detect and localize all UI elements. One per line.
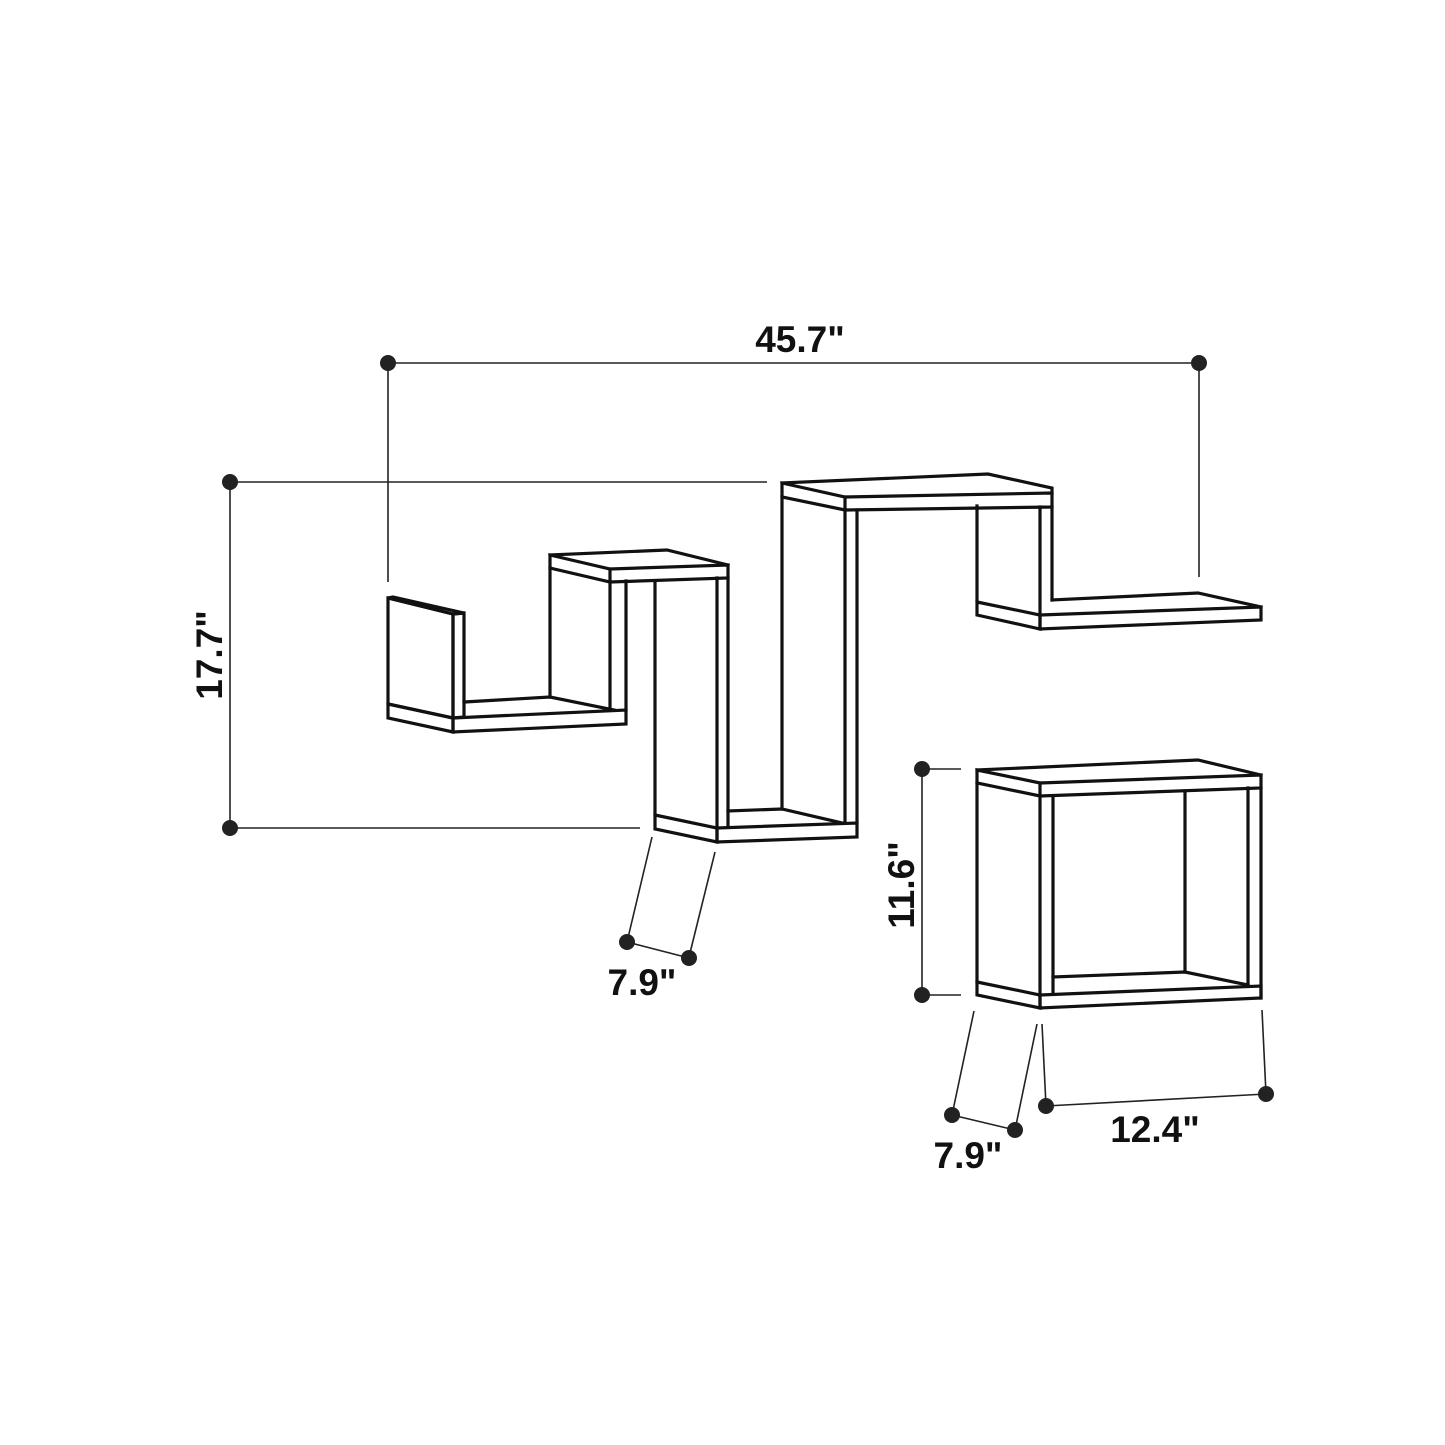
height-dimension-17-7: 17.7"	[189, 474, 767, 836]
small-top-board	[548, 548, 730, 712]
low-shelf-board-1	[386, 695, 628, 734]
dimension-endpoint-dot	[1007, 1122, 1023, 1138]
dimension-endpoint-dot	[380, 355, 396, 371]
cube-depth-label: 7.9"	[934, 1135, 1003, 1176]
dimension-endpoint-dot	[944, 1107, 960, 1123]
dimension-endpoint-dot	[222, 474, 238, 490]
cube-width-dimension-12-4: 12.4"	[1038, 1009, 1274, 1150]
width-dimension-45-7: 45.7"	[380, 319, 1207, 582]
cube-depth-dimension-7-9: 7.9"	[934, 1010, 1038, 1176]
dimension-endpoint-dot	[1038, 1098, 1054, 1114]
tall-drop-section	[653, 576, 859, 844]
cube-shelf-drawing	[975, 758, 1263, 1010]
dimension-endpoint-dot	[222, 820, 238, 836]
cube-width-label: 12.4"	[1110, 1109, 1200, 1150]
dimension-endpoint-dot	[914, 761, 930, 777]
dimension-endpoint-dot	[1191, 355, 1207, 371]
dimension-endpoint-dot	[619, 934, 635, 950]
dimension-endpoint-dot	[1258, 1086, 1274, 1102]
dimension-endpoint-dot	[914, 987, 930, 1003]
right-long-board	[975, 504, 1263, 631]
overall-width-label: 45.7"	[755, 319, 845, 360]
dimension-endpoint-dot	[681, 950, 697, 966]
cube-height-label: 11.6"	[881, 841, 922, 929]
zigzag-shelf-drawing	[386, 472, 1263, 844]
overall-height-label: 17.7"	[189, 610, 230, 700]
main-depth-label: 7.9"	[608, 962, 677, 1003]
left-end-panel	[386, 595, 466, 720]
main-depth-dimension-7-9: 7.9"	[608, 836, 716, 1003]
cube-height-dimension-11-6: 11.6"	[881, 761, 961, 1003]
